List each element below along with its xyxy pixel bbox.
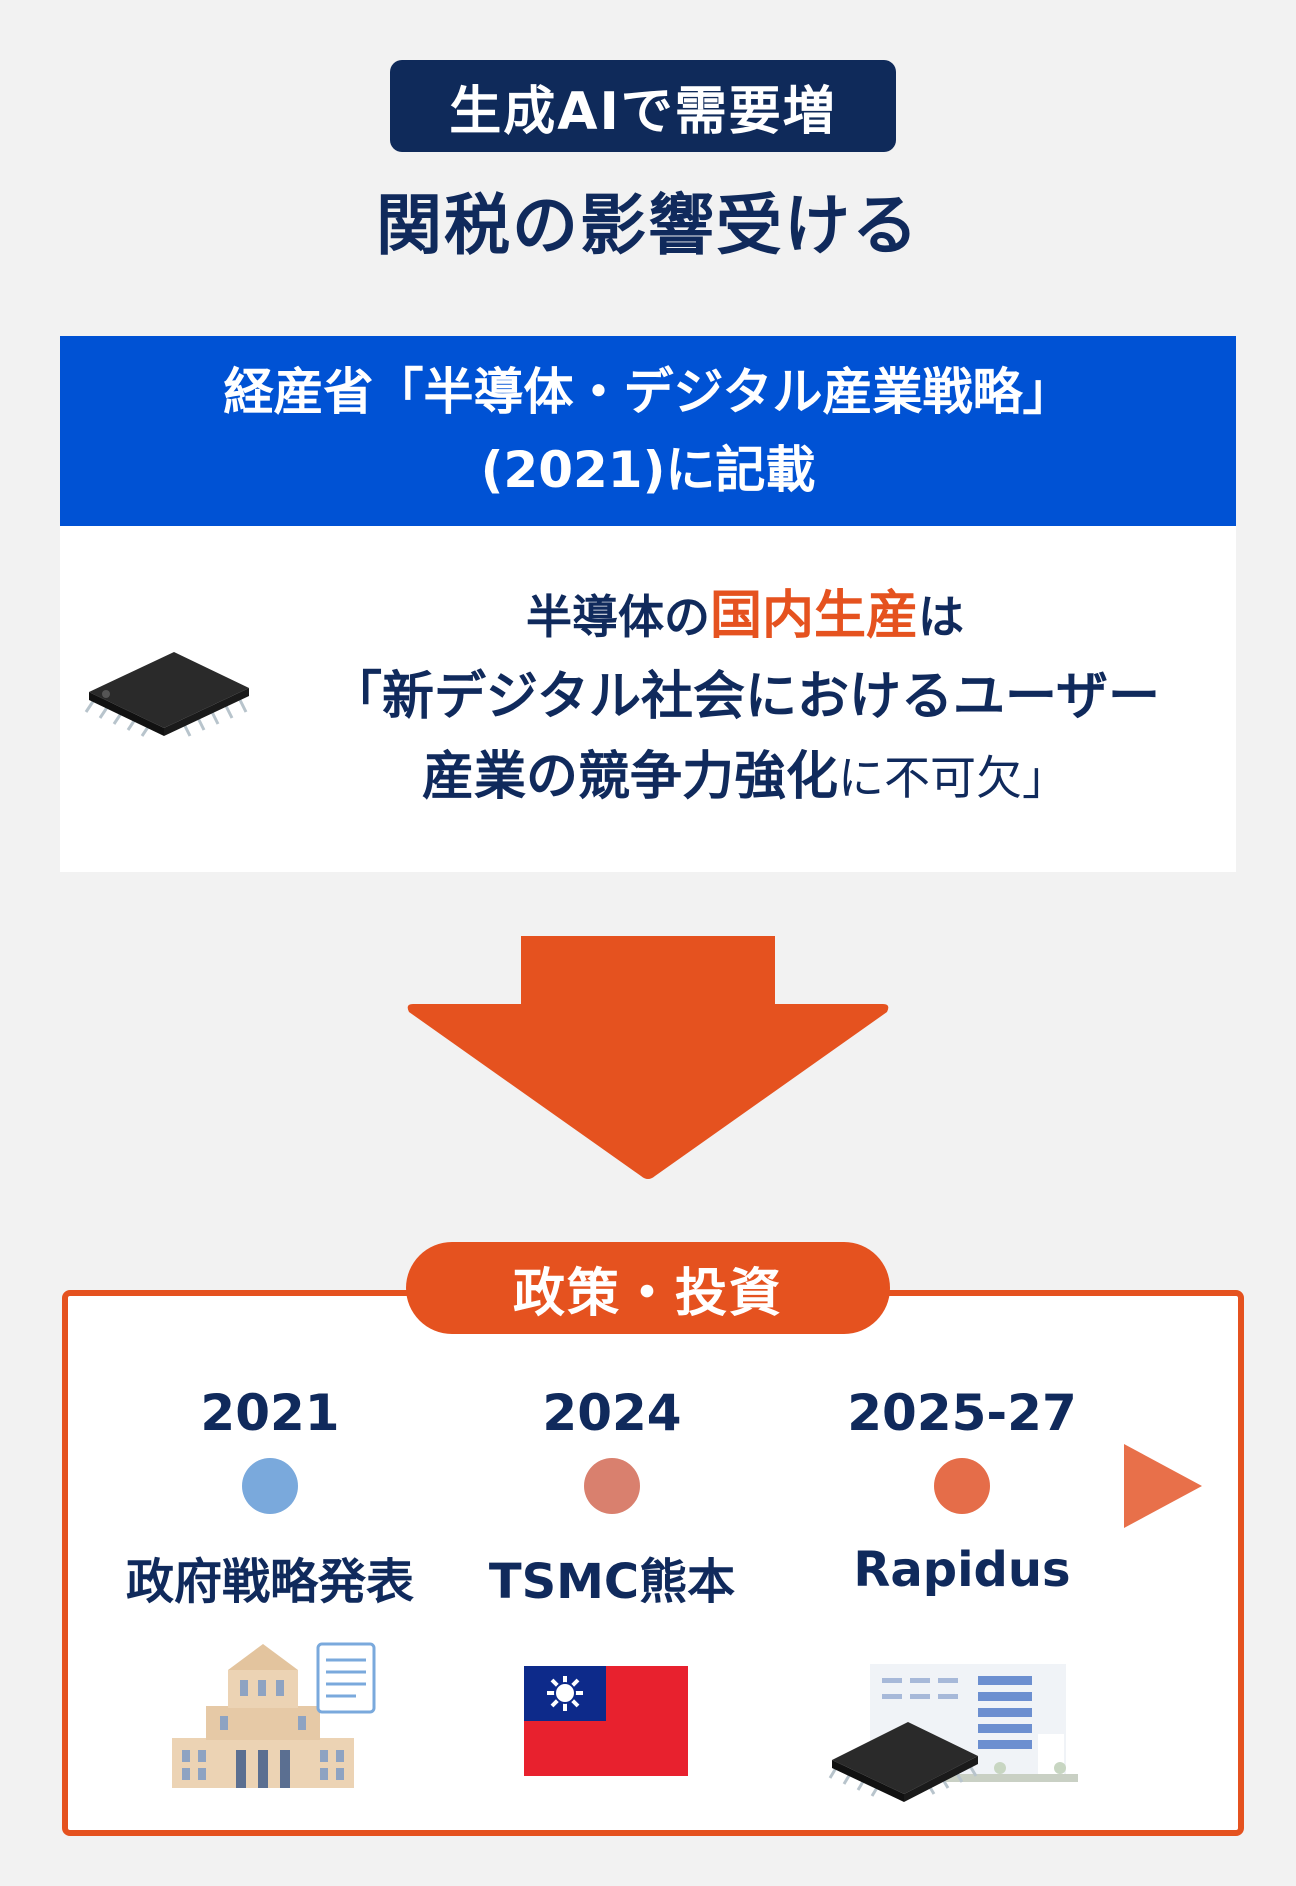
down-arrow-icon: [407, 936, 889, 1179]
statement-text: 半導体の国内生産は 「新デジタル社会におけるユーザー 産業の競争力強化に不可欠」: [270, 576, 1220, 818]
timeline-line: [173, 1444, 1202, 1528]
statement-card: [60, 526, 1236, 872]
statement-line-1: 半導体の国内生産は: [270, 576, 1220, 657]
statement-prefix: 半導体の: [525, 590, 710, 644]
timeline-event-tsmc: TSMC熊本: [488, 1554, 736, 1610]
government-building-document-icon: [172, 1642, 376, 1788]
statement-line-2: 「新デジタル社会におけるユーザー: [330, 667, 1160, 727]
timeline-event-rapidus: Rapidus: [853, 1542, 1071, 1598]
timeline-year-2024: 2024: [542, 1384, 682, 1442]
statement-highlight: 国内生産: [709, 586, 918, 646]
timeline-event-government: 政府戦略発表: [125, 1554, 414, 1610]
topic-tag: 生成AIで需要増: [390, 60, 896, 152]
factory-chip-icon: [828, 1664, 1078, 1802]
headline: 関税の影響受ける: [376, 187, 920, 264]
chip-icon: [84, 652, 249, 737]
strategy-banner: 経産省「半導体・デジタル産業戦略」 (2021)に記載: [60, 336, 1236, 526]
strategy-line-1: 経産省「半導体・デジタル産業戦略」: [223, 363, 1073, 421]
statement-end: に不可欠」: [838, 751, 1068, 805]
statement-main: 産業の競争力強化: [421, 747, 838, 807]
timeline-year-2021: 2021: [200, 1384, 340, 1442]
policy-label: 政策・投資: [406, 1242, 890, 1334]
taiwan-flag-icon: [524, 1666, 688, 1776]
timeline-year-2025-27: 2025-27: [847, 1384, 1077, 1442]
strategy-line-2: (2021)に記載: [480, 441, 816, 499]
statement-line-3: 産業の競争力強化に不可欠」: [270, 737, 1220, 818]
statement-suffix: は: [918, 590, 964, 644]
